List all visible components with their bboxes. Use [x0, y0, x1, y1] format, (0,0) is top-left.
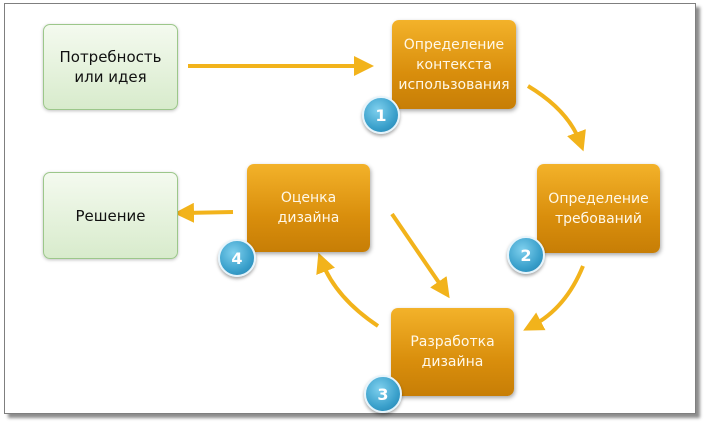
- solution-label: Решение: [75, 206, 146, 225]
- arrow-requirements-to-development: [523, 265, 585, 331]
- solution-box: Решение: [43, 172, 178, 259]
- evaluation-box: Оценка дизайна: [247, 164, 370, 252]
- need-label: Потребность или идея: [59, 48, 162, 86]
- development-label: Разработка дизайна: [410, 334, 495, 370]
- context-label: Определение контекста использования: [398, 36, 510, 93]
- context-box: Определение контекста использования: [392, 20, 516, 109]
- development-box: Разработка дизайна: [391, 308, 514, 396]
- step-badge-4: 4: [218, 239, 256, 277]
- evaluation-label: Оценка дизайна: [277, 190, 340, 226]
- step-badge-3: 3: [364, 375, 402, 413]
- requirements-label: Определение требований: [548, 190, 649, 227]
- arrow-evaluation-to-development: [390, 212, 450, 299]
- step-badge-1: 1: [362, 96, 400, 134]
- arrow-development-to-evaluation: [316, 252, 380, 328]
- arrow-evaluation-to-solution: [174, 202, 234, 223]
- requirements-box: Определение требований: [537, 164, 660, 253]
- step-badge-2: 2: [507, 236, 545, 274]
- arrow-context-to-requirements: [526, 84, 586, 152]
- need-box: Потребность или идея: [43, 24, 178, 110]
